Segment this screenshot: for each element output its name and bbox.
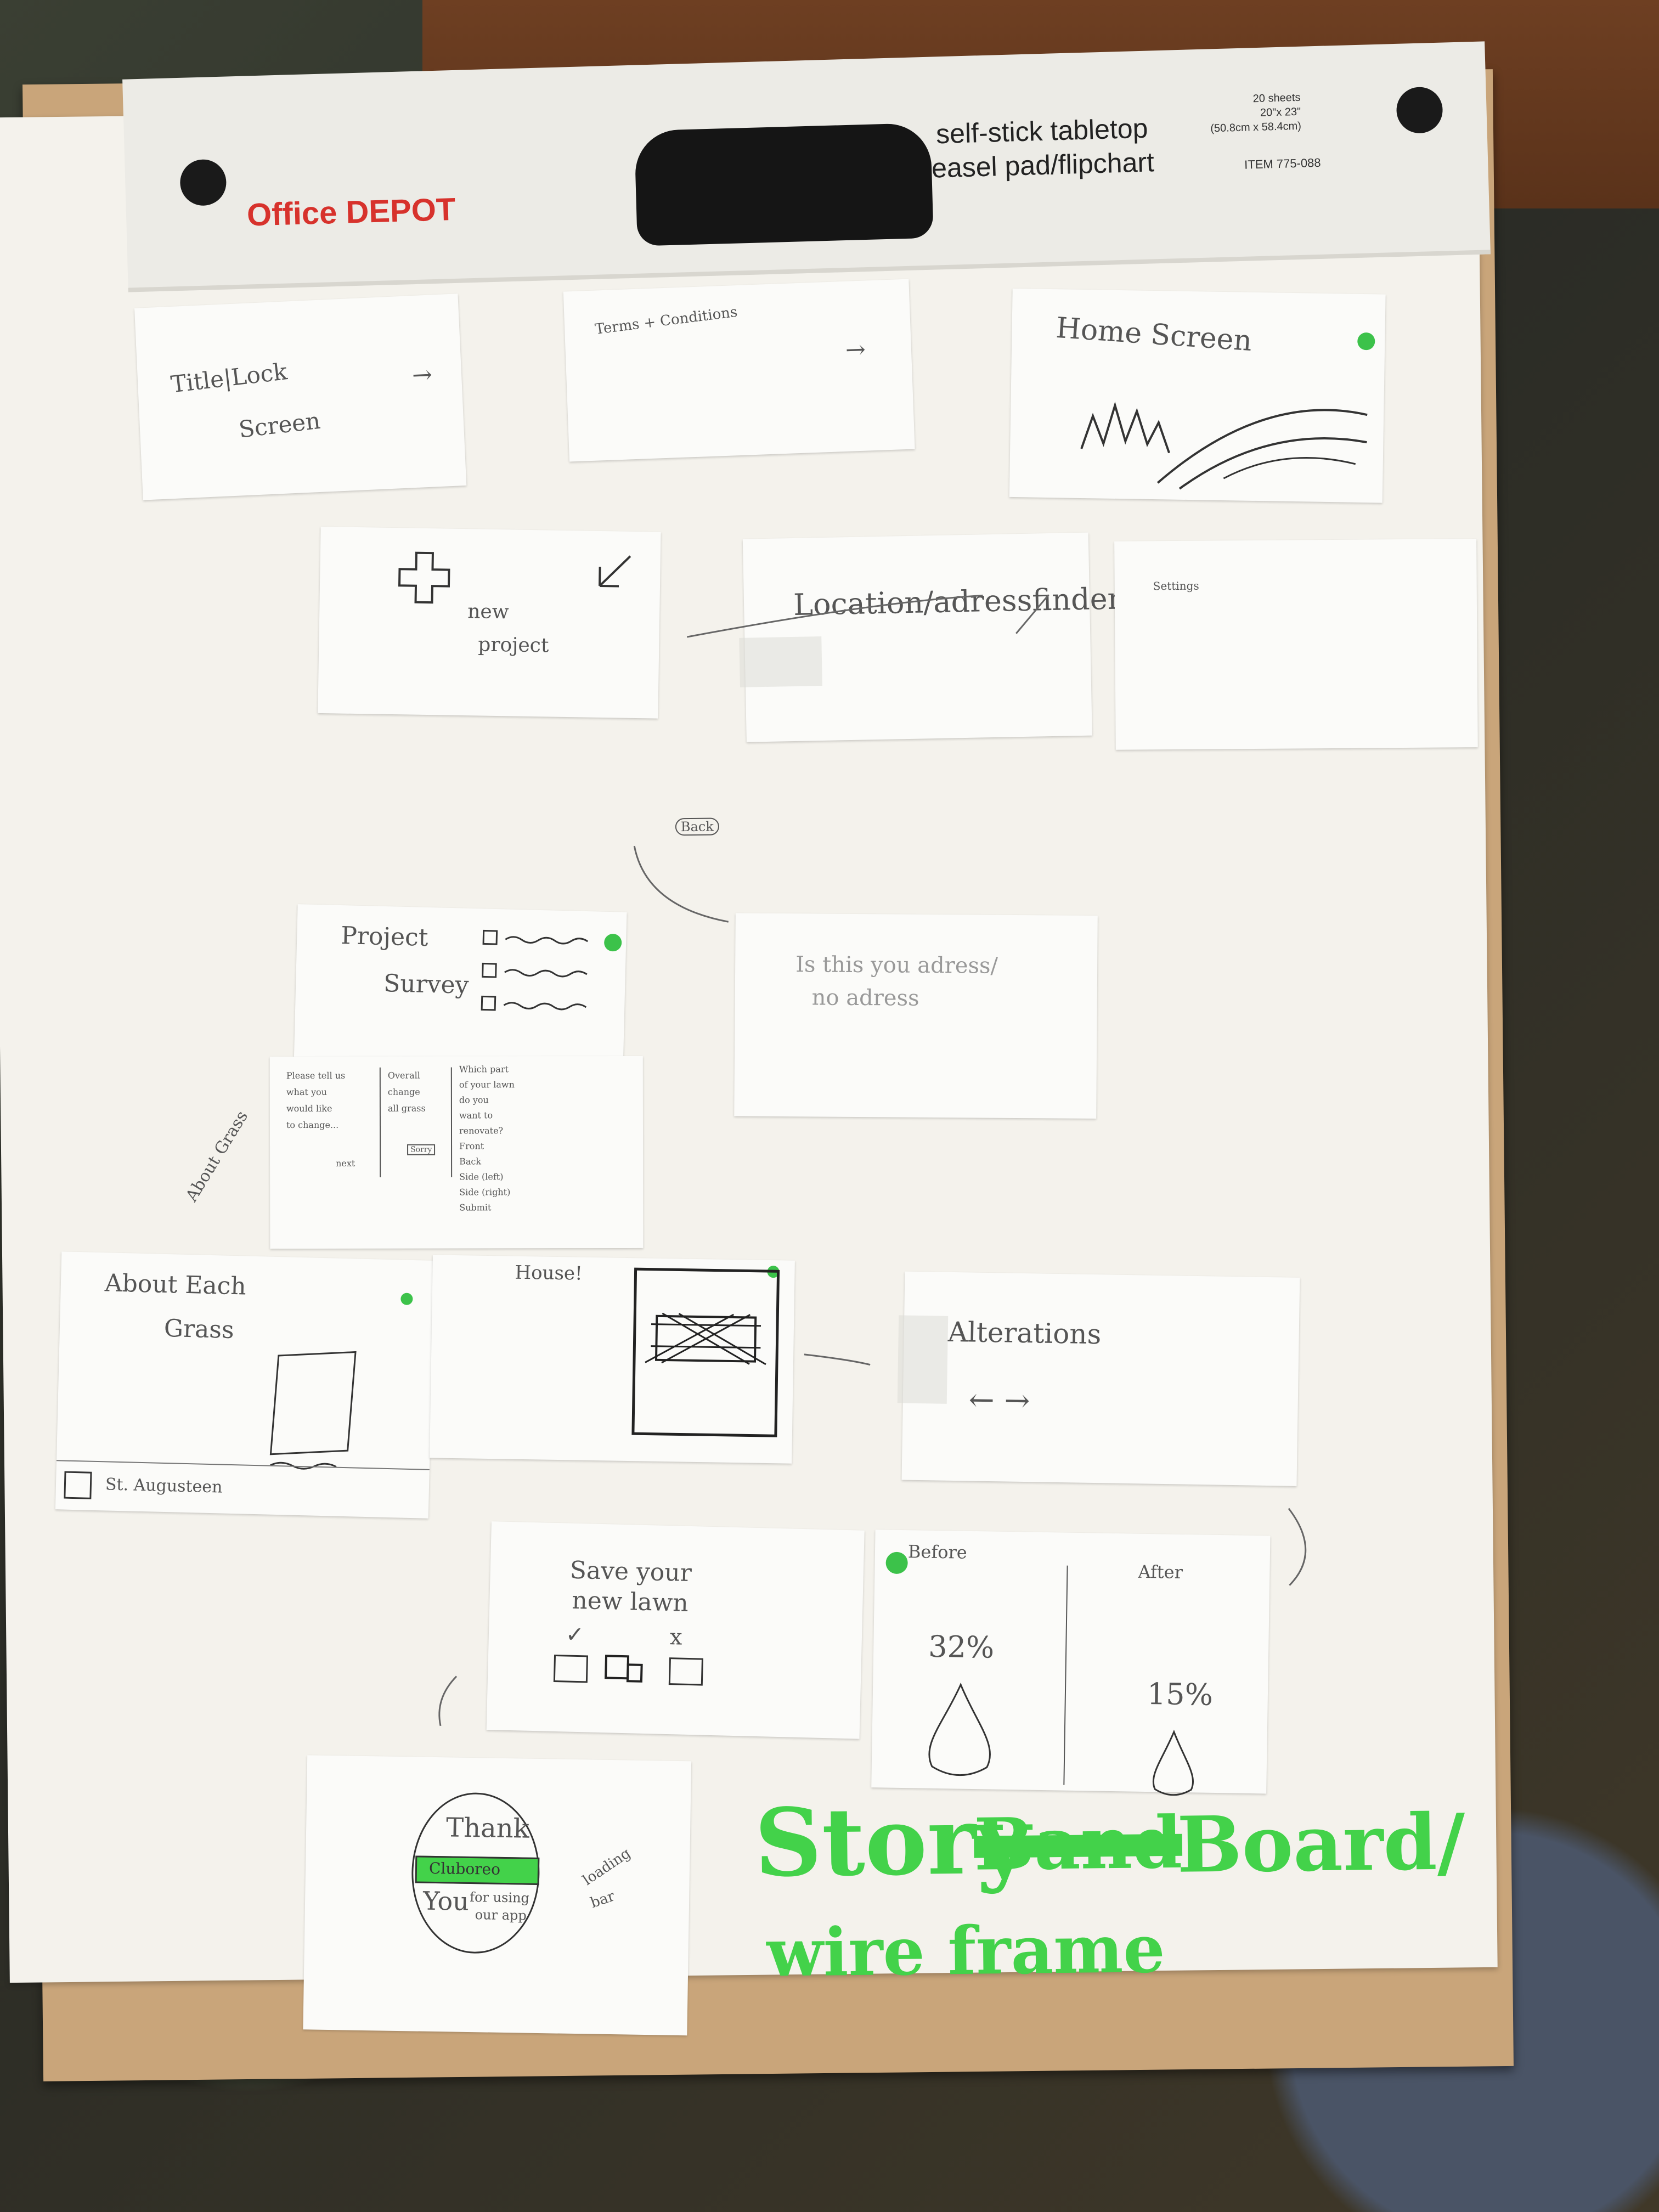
water-drop-icon — [1152, 1729, 1194, 1796]
water-drop-icon — [928, 1682, 991, 1776]
card-home-screen: Home Screen — [1009, 288, 1386, 503]
pad-header: Office DEPOT self-stick tabletop easel p… — [122, 41, 1491, 292]
arrow-down-left-icon — [599, 555, 631, 588]
card-save-lawn: Save your new lawn ✓ x — [486, 1521, 865, 1739]
brand-logo: Office DEPOT — [246, 191, 456, 233]
spec-metric: (50.8cm x 58.4cm) — [1210, 120, 1302, 135]
product-name: self-stick tabletop easel pad/flipchart — [930, 111, 1155, 185]
card-house: House! — [430, 1255, 795, 1464]
checkbox-list-sketch — [481, 929, 589, 1011]
product-line1: self-stick tabletop — [935, 112, 1149, 150]
grass-image-sketch — [269, 1351, 357, 1470]
plus-icon — [398, 551, 450, 604]
house-blueprint-sketch — [631, 1267, 780, 1437]
product-line2: easel pad/flipchart — [931, 146, 1155, 184]
dog-icon — [605, 1655, 643, 1683]
card-before-after: Before After 32% 15% — [871, 1530, 1271, 1796]
carry-handle — [634, 122, 934, 246]
card-about-each-grass: About Each Grass St. Augusteen — [55, 1251, 435, 1519]
product-specs: 20 sheets 20"x 23" (50.8cm x 58.4cm) — [1210, 91, 1302, 136]
mounting-hole — [179, 159, 227, 206]
card-thank-you: Thank Cluboreo You for using our app loa… — [303, 1755, 692, 2036]
connector-arrows — [438, 594, 1307, 1726]
card-project-survey: Project Survey — [294, 904, 627, 1077]
grass-and-hill-sketch — [1080, 401, 1368, 490]
card-new-project: new project — [318, 526, 661, 719]
easel-pad-sheet: Title|Lock Screen → Terms + Conditions →… — [0, 101, 1498, 2036]
item-number: ITEM 775-088 — [1244, 155, 1321, 172]
mounting-hole — [1396, 86, 1443, 134]
